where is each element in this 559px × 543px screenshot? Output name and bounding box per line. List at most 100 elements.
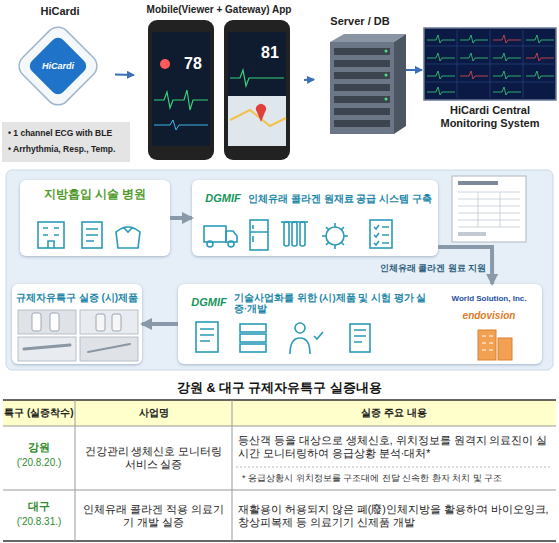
hospital-icons: [82, 222, 102, 248]
hospital-icons: [86, 229, 98, 241]
flow-arrow: [115, 74, 134, 76]
org-logo: DGMIF: [198, 186, 248, 212]
screen-value: 81: [256, 44, 284, 62]
spec-line: • Arrhythmia, Resp., Temp.: [8, 142, 128, 157]
monitor-screen: [460, 35, 488, 43]
table-cell: ('20.8.20.): [3, 456, 75, 470]
phone: [228, 32, 286, 146]
process-panel: [6, 170, 553, 370]
table-cell: 강원: [3, 440, 75, 456]
node-heading: Server / DB: [314, 14, 406, 30]
edge-label: 인체유래 콜라겐 원료 지원: [366, 261, 486, 275]
hospital-icons: [123, 227, 133, 232]
document-image: [458, 181, 498, 185]
company-building: [482, 336, 493, 350]
table-header: 실증 주요 내용: [232, 400, 556, 426]
table-cell: 인체유래 콜라겐 적용 의료기기 개발 실증: [79, 490, 228, 541]
phone: [160, 59, 170, 69]
box-heading: 규제자유특구 실증 (시)제품: [14, 288, 140, 308]
product-photos: [88, 344, 130, 352]
node-heading: HiCardi: [5, 4, 115, 20]
supply-icons: [228, 241, 234, 247]
hospital-icons: [43, 228, 59, 248]
company-building: [498, 338, 512, 360]
hospital-icons: [38, 222, 64, 248]
table-cell: 건강관리 생체신호 모니터링 서비스 실증: [79, 426, 228, 490]
company-logo: World Solution, Inc.: [440, 292, 538, 306]
box-heading: 인체유래 콜라겐 원재료 공급 시스템 구축: [248, 184, 434, 214]
supply-box: DGMIF인체유래 콜라겐 원재료 공급 시스템 구축: [192, 180, 438, 256]
tech-icons: [240, 324, 266, 332]
table-grid: [3, 399, 556, 401]
node-heading: Mobile(Viewer + Gateway) App: [134, 2, 304, 18]
tech-icons: [200, 329, 214, 341]
mobile-app-node: Mobile(Viewer + Gateway) App: [134, 2, 304, 166]
table-grid: [232, 400, 233, 541]
tech-icons: [314, 332, 323, 339]
flow-arrow: [142, 322, 178, 326]
tech-icons: [350, 324, 370, 352]
spec-box: • 1 channel ECG with BLE• Arrhythmia, Re…: [2, 122, 130, 162]
company-building: [478, 330, 496, 360]
box-heading: 기술사업화를 위한 (시)제품 및 시험 평가 실증·개발: [234, 288, 434, 318]
server-rack: [334, 60, 390, 67]
device-node: HiCardi: [5, 4, 115, 116]
table-note: * 응급상황시 위치정보를 구조대에 전달 신속한 환자 처치 및 구조: [242, 468, 552, 488]
table-header: 특구 (실증착수): [3, 400, 75, 426]
table-header: 사업명: [75, 400, 232, 426]
phone: [148, 20, 214, 160]
monitor-screen: [460, 53, 488, 61]
flow-arrow: [406, 69, 422, 71]
monitor-screen: [526, 71, 554, 79]
table-cell: ('20.8.31.): [3, 515, 75, 529]
server-rack: [330, 42, 394, 134]
monitor-screen: [427, 87, 455, 95]
product-photos: [80, 310, 138, 334]
table-grid: [3, 400, 556, 426]
server-rack: [385, 74, 388, 77]
screen-value: 78: [178, 54, 208, 74]
tech-icons: [240, 344, 266, 352]
monitor-screen: [526, 53, 554, 61]
server-rack: [394, 34, 406, 134]
supply-icons: [207, 241, 213, 247]
document-image: [458, 192, 520, 227]
table-grid: [3, 490, 556, 491]
tech-icons: [240, 334, 266, 342]
flow-arrow: [304, 79, 314, 82]
supply-icons: [250, 220, 268, 250]
monitor-screen: [526, 35, 554, 43]
server-rack: [330, 34, 406, 134]
table-cell: 재활용이 허용되지 않은 폐(廢)인체지방을 활용하여 바이오잉크, 창상피복제…: [238, 492, 552, 540]
product-photos: [32, 313, 41, 331]
table-title: 강원 & 대구 규제자유특구 실증내용: [0, 378, 559, 398]
table-grid: [3, 426, 556, 427]
server-node: Server / DB: [314, 14, 406, 140]
supply-icons: [204, 220, 392, 250]
table-grid: [75, 400, 76, 541]
device-brand: HiCardi: [33, 59, 83, 73]
box-heading: 지방흡입 시술 병원: [20, 186, 170, 204]
supply-icons: [284, 222, 289, 246]
phone: [152, 32, 210, 146]
phone: [154, 120, 208, 130]
server-rack: [385, 98, 388, 101]
tech-box: DGMIF기술사업화를 위한 (시)제품 및 시험 평가 실증·개발World …: [178, 284, 542, 364]
phone: [230, 110, 286, 126]
phone: [148, 20, 290, 160]
table-grid: [3, 540, 556, 542]
server-rack: [334, 72, 390, 79]
tech-icons: [196, 322, 370, 354]
table-cell: 대구: [3, 499, 75, 515]
product-photos: [18, 310, 76, 334]
tech-icons: [290, 338, 310, 354]
product-box: 규제자유특구 실증 (시)제품: [12, 284, 142, 364]
hospital-icons: [38, 222, 140, 248]
supply-icons: [292, 222, 297, 246]
